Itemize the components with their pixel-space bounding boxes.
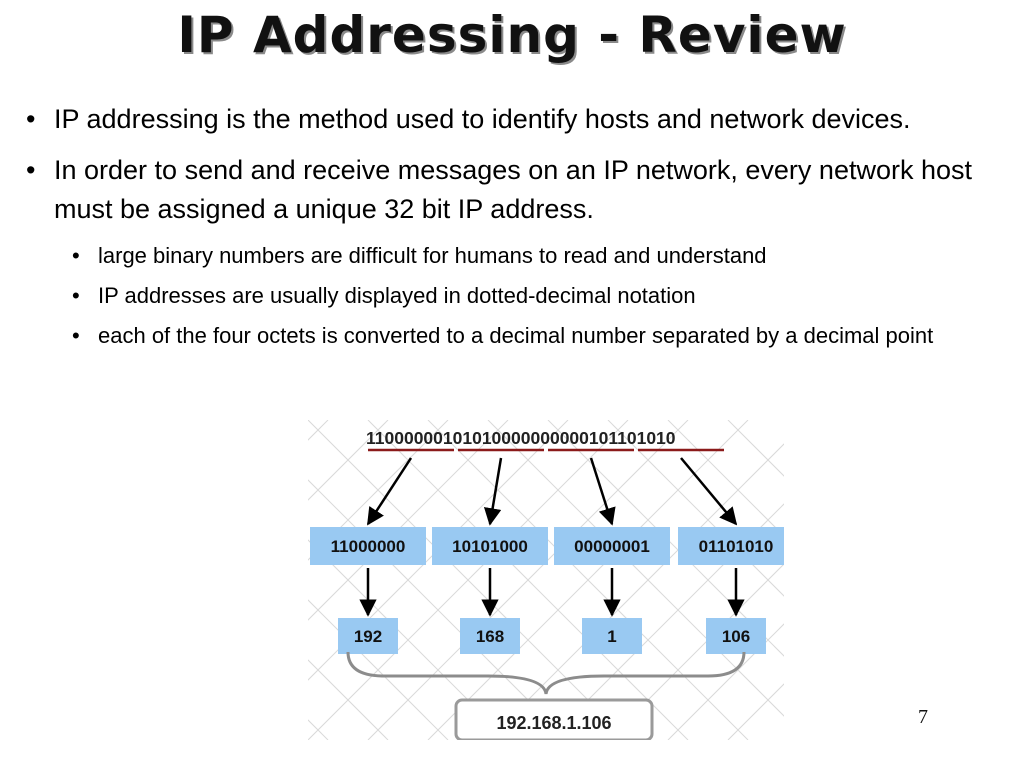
arrows [359, 457, 745, 617]
bullet-marker: • [72, 243, 80, 268]
lattice-line [607, 419, 929, 741]
bullet-list: • IP addressing is the method used to id… [26, 100, 986, 361]
octet-label: 10101000 [452, 537, 528, 556]
arrow-to-octet [589, 457, 616, 526]
lattice-line [667, 419, 989, 741]
lattice-line [607, 419, 929, 741]
lattice-line [127, 419, 449, 741]
ip-conversion-diagram: 11000000101010000000000101101010 1100000… [0, 419, 1024, 742]
grouping-brace [346, 651, 746, 695]
lattice-line [7, 419, 329, 741]
decimal-box [338, 618, 398, 654]
sub-bullet-item: • IP addresses are usually displayed in … [26, 281, 986, 311]
decimal-label: 168 [476, 627, 504, 646]
decimal-box [706, 618, 766, 654]
decimal-boxes: 192 168 1 106 [338, 618, 766, 654]
dotted-decimal-address: 192.168.1.106 [496, 713, 611, 733]
bullet-item: • In order to send and receive messages … [26, 151, 986, 229]
arrow-to-octet [483, 457, 503, 526]
decimal-label: 192 [354, 627, 382, 646]
bullet-marker: • [26, 104, 36, 134]
bullet-text: IP addressing is the method used to iden… [54, 104, 911, 134]
lattice-line [667, 419, 989, 741]
lattice-line [547, 419, 869, 741]
octet-label: 11000000 [331, 537, 406, 556]
sub-bullet-text: each of the four octets is converted to … [98, 323, 934, 348]
octet-box [310, 527, 426, 565]
bullet-text: In order to send and receive messages on… [54, 155, 972, 224]
lattice-line [367, 419, 689, 741]
slide-title: IP Addressing - Review [177, 6, 847, 64]
bullet-item: • IP addressing is the method used to id… [26, 100, 986, 139]
octet-label: 00000001 [574, 537, 650, 556]
sub-bullet-text: large binary numbers are difficult for h… [98, 243, 767, 268]
octet-box [678, 527, 794, 565]
octet-box [554, 527, 670, 565]
page-number: 7 [918, 706, 928, 728]
decimal-box [582, 618, 642, 654]
arrow-to-octet [680, 457, 738, 526]
lattice-line [307, 419, 629, 741]
bullet-marker: • [72, 323, 80, 348]
lattice-line [487, 419, 809, 741]
decimal-label: 106 [722, 627, 750, 646]
octet-boxes: 11000000 10101000 00000001 01101010 [310, 527, 794, 565]
ip-conversion-svg: 11000000101010000000000101101010 1100000… [0, 419, 1024, 742]
lattice-line [7, 419, 329, 741]
sub-bullet-item: • each of the four octets is converted t… [26, 321, 986, 351]
sub-bullet-text: IP addresses are usually displayed in do… [98, 283, 696, 308]
octet-box [432, 527, 548, 565]
decimal-box [460, 618, 520, 654]
sub-bullet-item: • large binary numbers are difficult for… [26, 241, 986, 271]
octet-label: 01101010 [699, 537, 774, 556]
lattice-line [487, 419, 809, 741]
lattice-line [247, 419, 569, 741]
binary-string: 11000000101010000000000101101010 [366, 428, 676, 448]
lattice-line [127, 419, 449, 741]
bullet-marker: • [26, 155, 36, 185]
lattice-line [547, 419, 869, 741]
lattice-line [247, 419, 569, 741]
decimal-label: 1 [607, 627, 616, 646]
arrow-to-octet [366, 457, 413, 526]
bullet-marker: • [72, 283, 80, 308]
